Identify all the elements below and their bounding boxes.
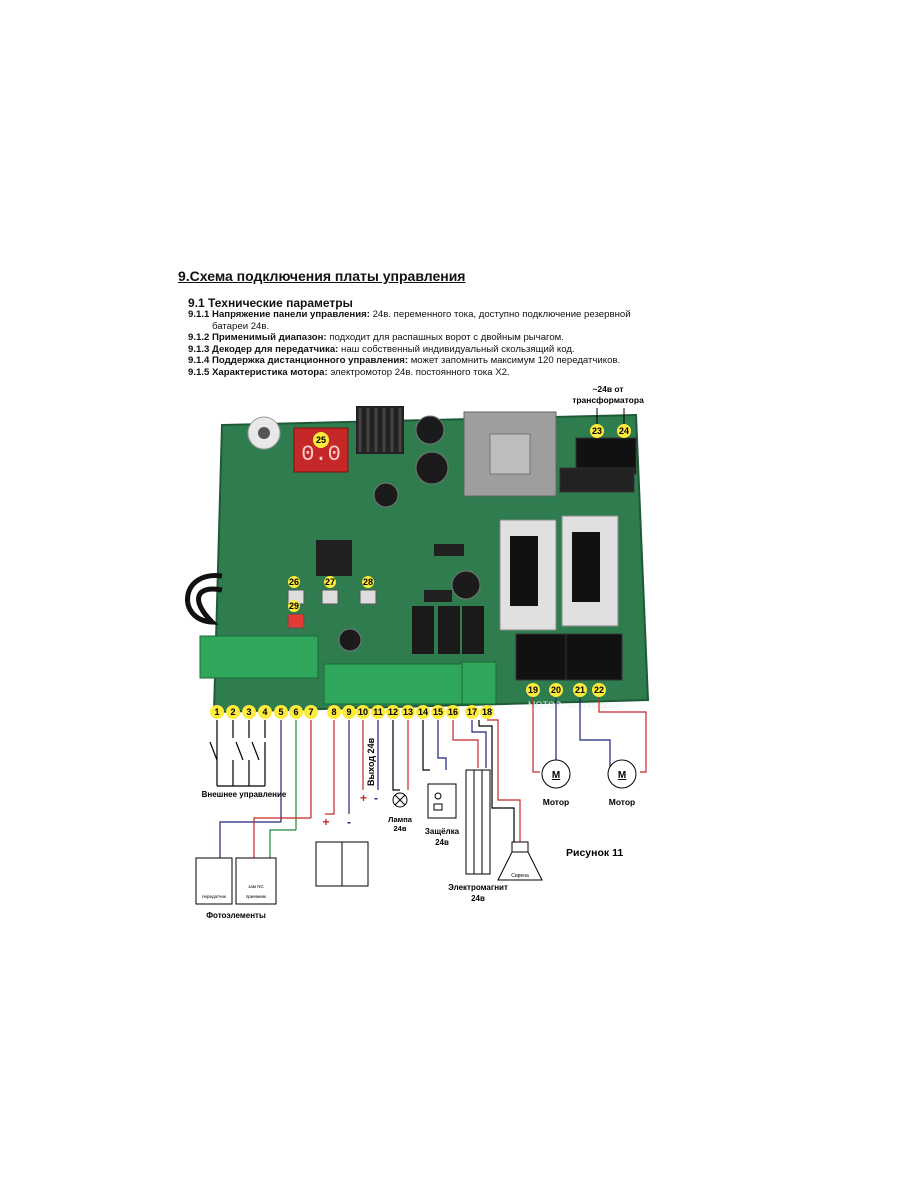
- svg-text:29: 29: [289, 601, 299, 611]
- lamp: Лампа 24в: [388, 792, 413, 833]
- transformer-label: ~24в от: [592, 384, 623, 394]
- svg-text:-: -: [374, 791, 378, 805]
- terminal-block-mid: [323, 663, 463, 705]
- control-board: 0.0 25 23: [185, 406, 650, 714]
- svg-text:24в: 24в: [394, 824, 407, 833]
- chip: [424, 590, 452, 602]
- pin-labels-motor: [526, 683, 606, 697]
- svg-text:2: 2: [230, 707, 235, 717]
- motor-2: M Мотор: [607, 759, 637, 807]
- latch: Защёлка 24в: [425, 783, 460, 847]
- svg-text:Мотор: Мотор: [609, 797, 636, 807]
- wiring: [209, 698, 647, 860]
- svg-text:15: 15: [433, 707, 443, 717]
- svg-text:M: M: [618, 770, 626, 781]
- capacitor: [338, 628, 362, 652]
- subsection-heading: 9.1 Технические параметры: [188, 296, 353, 310]
- figure-caption: Рисунок 11: [566, 847, 623, 859]
- siren: Сирена: [497, 841, 543, 881]
- svg-text:7: 7: [308, 707, 313, 717]
- svg-text:M: M: [552, 770, 560, 781]
- relay: [462, 606, 484, 654]
- capacitor: [415, 415, 445, 445]
- label-25: [313, 432, 329, 448]
- pin-labels-left: [210, 705, 318, 719]
- svg-text:10: 10: [358, 707, 368, 717]
- svg-text:3: 3: [246, 707, 251, 717]
- svg-text:Мотор: Мотор: [543, 797, 570, 807]
- electromagnet: Электромагнит 24в: [448, 769, 508, 903]
- terminal-block-mid-2: [461, 661, 497, 705]
- svg-text:приемник: приемник: [246, 894, 266, 899]
- capacitor: [415, 451, 449, 485]
- motor-terminal-1: [515, 633, 573, 681]
- spec-item: 9.1.3 Декодер для передатчика: наш собст…: [188, 343, 575, 355]
- svg-text:-: -: [347, 815, 351, 829]
- relay: [412, 606, 434, 654]
- svg-text:22: 22: [594, 685, 604, 695]
- svg-text:+: +: [322, 815, 329, 829]
- spec-item: 9.1.5 Характеристика мотора: электромото…: [188, 366, 510, 378]
- svg-text:18: 18: [482, 707, 492, 717]
- photo-elements-label: Фотоэлементы: [206, 911, 266, 920]
- spec-item: 9.1.2 Применимый диапазон: подходит для …: [188, 332, 564, 343]
- svg-text:24в: 24в: [471, 894, 485, 903]
- capacitor: [373, 482, 399, 508]
- photo-elements: передатчик зам NC приемник Фотоэлементы: [195, 857, 277, 920]
- antenna-wire: [185, 573, 223, 625]
- pin-labels-mid: [327, 705, 494, 719]
- output-24v-label: Выход 24в: [366, 737, 376, 786]
- svg-text:+: +: [360, 791, 367, 805]
- svg-text:1: 1: [214, 707, 219, 717]
- motor-terminal-2: [565, 633, 623, 681]
- svg-text:24в: 24в: [435, 838, 449, 847]
- spec-list: 9.1.1 Напряжение панели управления: 24в.…: [188, 309, 668, 378]
- svg-text:17: 17: [467, 707, 477, 717]
- svg-text:24: 24: [619, 426, 629, 436]
- svg-text:8: 8: [331, 707, 336, 717]
- board-buttons: 26 27 28 29: [287, 576, 377, 629]
- svg-text:Защёлка: Защёлка: [425, 827, 460, 836]
- terminal-block-left: [199, 635, 319, 679]
- heat-sink: [356, 406, 404, 454]
- backup-batteries: + -: [315, 815, 369, 887]
- svg-text:передатчик: передатчик: [202, 894, 226, 899]
- svg-text:13: 13: [403, 707, 413, 717]
- svg-text:28: 28: [363, 577, 373, 587]
- svg-text:14: 14: [418, 707, 428, 717]
- motor-silk: MOTOR: [528, 700, 562, 710]
- motor-1: M Мотор: [541, 759, 571, 807]
- svg-text:16: 16: [448, 707, 458, 717]
- svg-text:11: 11: [373, 707, 383, 717]
- svg-text:4: 4: [262, 707, 267, 717]
- chip: [434, 544, 464, 556]
- capacitor: [451, 570, 481, 600]
- external-control-label: Внешнее управление: [202, 790, 287, 799]
- svg-text:21: 21: [575, 685, 585, 695]
- svg-text:6: 6: [293, 707, 298, 717]
- spec-item: 9.1.1 Напряжение панели управления: 24в.…: [188, 309, 631, 332]
- svg-text:Электромагнит: Электромагнит: [448, 883, 508, 892]
- svg-text:19: 19: [528, 685, 538, 695]
- motor-silk: MOTOR2 DELAY: [568, 703, 623, 710]
- svg-text:5: 5: [278, 707, 283, 717]
- svg-text:Лампа: Лампа: [388, 815, 413, 824]
- section-heading: 9.Схема подключения платы управления: [178, 268, 466, 284]
- transformer-label: трансформатора: [572, 395, 644, 405]
- svg-text:26: 26: [289, 577, 299, 587]
- svg-text:Сирена: Сирена: [511, 873, 529, 879]
- spec-item: 9.1.4 Поддержка дистанционного управлени…: [188, 355, 621, 366]
- svg-text:зам NC: зам NC: [248, 884, 264, 889]
- svg-text:12: 12: [388, 707, 398, 717]
- svg-text:25: 25: [316, 435, 326, 445]
- relay: [438, 606, 460, 654]
- svg-text:23: 23: [592, 426, 602, 436]
- svg-text:20: 20: [551, 685, 561, 695]
- svg-text:27: 27: [325, 577, 335, 587]
- microcontroller-chip: [316, 540, 352, 576]
- label-24: [617, 424, 631, 438]
- svg-text:9: 9: [346, 707, 351, 717]
- label-23: [590, 424, 604, 438]
